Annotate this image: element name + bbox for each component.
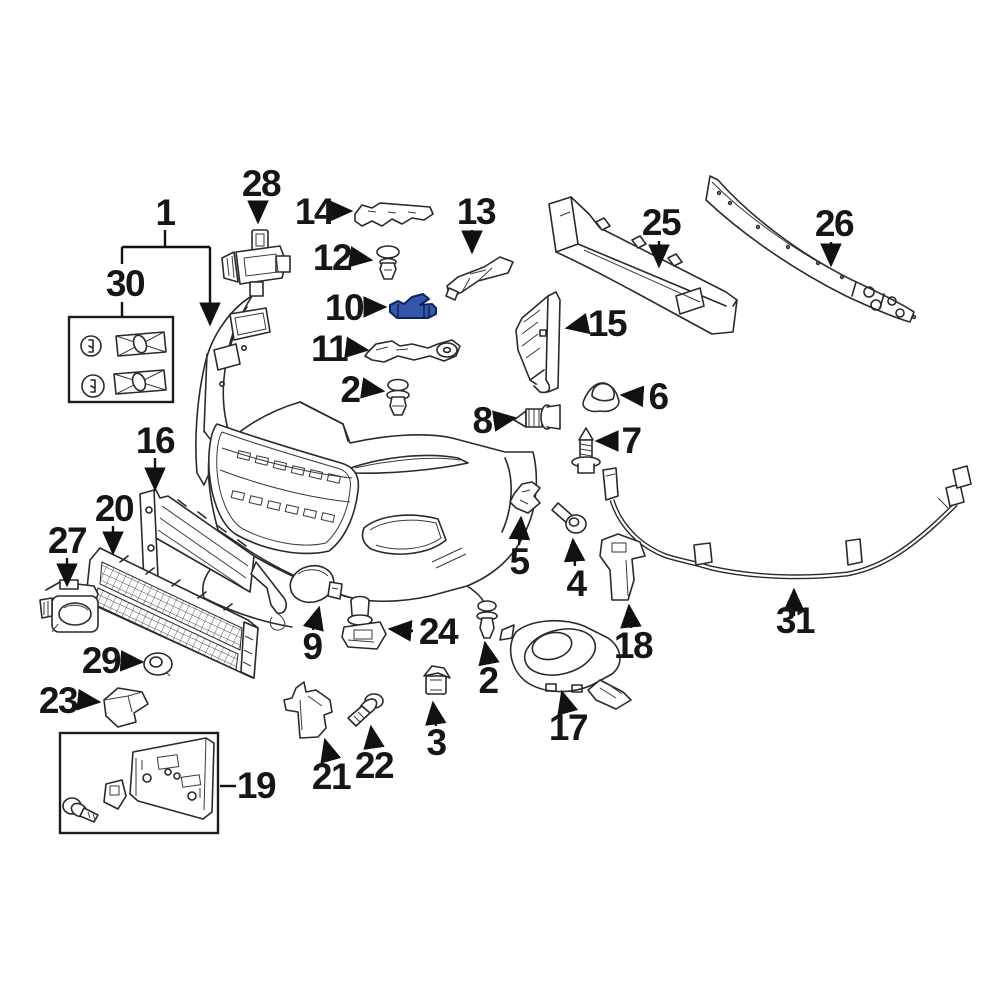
- part-21-bracket-drawing: [283, 681, 333, 739]
- part-13-bracket-drawing: [445, 256, 514, 301]
- callout-30: 30: [105, 263, 146, 304]
- callout-27: 27: [47, 520, 88, 561]
- callout-11: 11: [310, 328, 349, 369]
- callout-10: 10: [324, 287, 365, 328]
- part-29-nut-drawing: [143, 652, 173, 677]
- grille-hatch-marks: [230, 450, 342, 523]
- part-4-pin-drawing: [551, 502, 587, 534]
- part-28-bracket-drawing: [221, 229, 291, 297]
- callout-26: 26: [814, 203, 855, 244]
- callout-7: 7: [621, 420, 642, 461]
- part-20-lower-grille-drawing: [85, 547, 259, 679]
- part-6-grommet-drawing: [582, 382, 620, 413]
- part-12-clip-drawing: [376, 245, 400, 280]
- callout-16: 16: [135, 420, 176, 461]
- part-1-bumper-cover-drawing: [195, 295, 538, 628]
- part-27-sensor-drawing: [39, 579, 99, 633]
- callout-1: 1: [155, 192, 176, 233]
- part-2-lower-clip-drawing: [476, 600, 498, 639]
- part-22-screw-drawing: [347, 693, 384, 727]
- callout-31: 31: [775, 600, 816, 641]
- part-23-retainer-drawing: [103, 687, 149, 728]
- part-18-bracket-drawing: [599, 533, 646, 601]
- part-2-upper-clip-drawing: [386, 378, 410, 416]
- part-17-fog-bezel-drawing: [499, 620, 632, 710]
- callout-5: 5: [509, 541, 530, 582]
- callout-20: 20: [94, 488, 135, 529]
- callout-14: 14: [294, 191, 335, 232]
- part-10-highlighted-bracket-drawing: [389, 293, 437, 319]
- callout-19: 19: [236, 765, 277, 806]
- part-25-absorber-drawing: [548, 196, 738, 335]
- part-9-tow-hook-cover-drawing: [289, 564, 343, 604]
- part-24-holder-drawing: [341, 595, 387, 650]
- callout-12: 12: [312, 237, 353, 278]
- part-30-kit-box-drawing: [67, 315, 175, 404]
- callout-17: 17: [548, 707, 589, 748]
- callout-23: 23: [38, 680, 79, 721]
- callout-25: 25: [641, 202, 682, 243]
- callout-18: 18: [613, 625, 654, 666]
- callout-13: 13: [456, 191, 497, 232]
- callout-21: 21: [311, 756, 352, 797]
- part-7-screw-drawing: [571, 427, 601, 474]
- callout-15: 15: [587, 303, 628, 344]
- callout-8: 8: [472, 400, 493, 441]
- callout-4: 4: [566, 563, 587, 604]
- part-15-side-support-drawing: [515, 291, 561, 394]
- part-19-kit-box-drawing: [58, 731, 220, 835]
- callout-22: 22: [354, 745, 395, 786]
- callout-3: 3: [426, 722, 447, 763]
- part-11-bracket-drawing: [364, 339, 461, 363]
- callout-9: 9: [302, 626, 323, 667]
- callout-24: 24: [418, 611, 459, 652]
- callout-28: 28: [241, 163, 282, 204]
- harness-wire: [609, 499, 958, 580]
- part-14-retainer-drawing: [354, 202, 434, 227]
- callout-2-lower: 2: [478, 660, 499, 701]
- callout-6: 6: [648, 376, 669, 417]
- callout-leaders: [56, 200, 842, 788]
- part-31-harness-drawing: [602, 465, 972, 580]
- callout-2-upper: 2: [340, 369, 361, 410]
- part-8-screw-drawing: [513, 404, 561, 430]
- part-16-support-drawing: [139, 489, 287, 631]
- part-5-clip-drawing: [509, 481, 541, 514]
- part-3-clipnut-drawing: [423, 665, 451, 695]
- callout-29: 29: [81, 640, 122, 681]
- part-26-reinforcement-drawing: [705, 175, 917, 323]
